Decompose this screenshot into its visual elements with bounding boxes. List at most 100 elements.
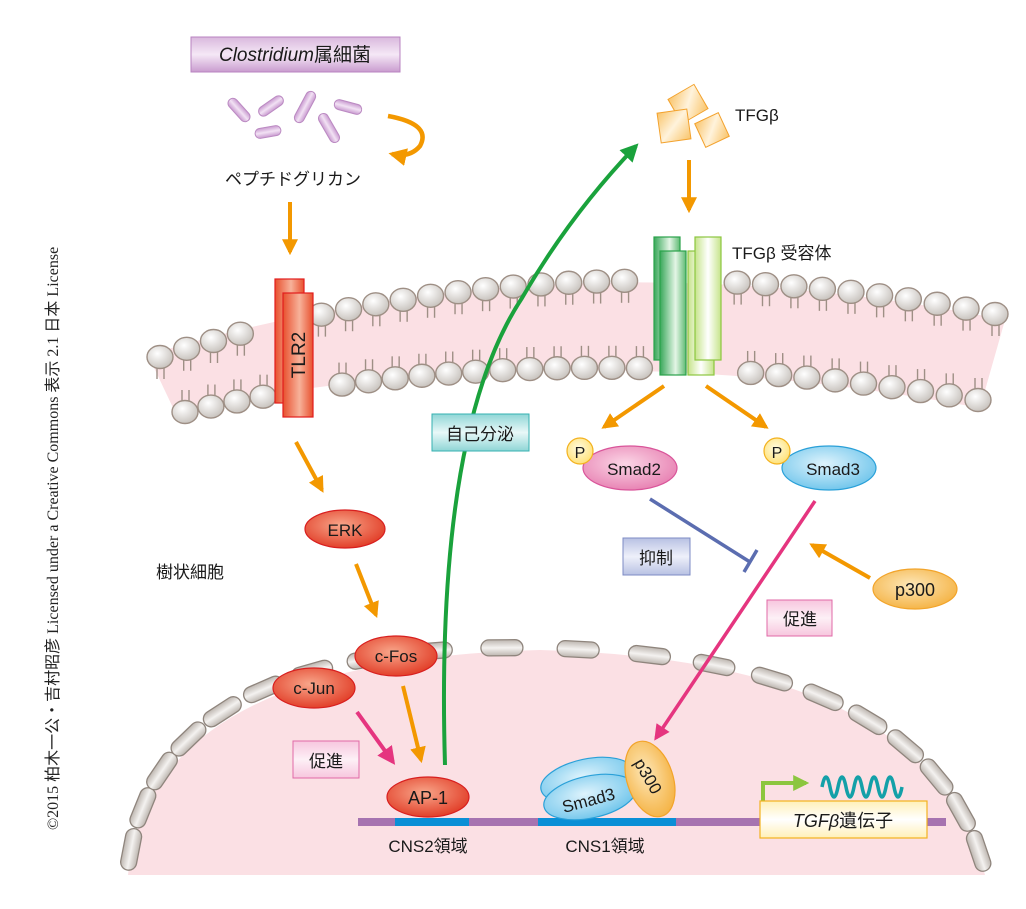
lipid-head — [362, 292, 390, 317]
lipid-head — [736, 360, 765, 386]
lipid-head — [226, 321, 255, 346]
promote-label-box-left: 促進 — [292, 740, 360, 779]
nuclear-pore-segment — [965, 829, 992, 872]
lipid-head — [765, 362, 793, 388]
curved-arrow-icon — [387, 113, 425, 166]
bacteria-suffix: 属細菌 — [314, 44, 371, 66]
membrane-inner-leaflet — [171, 345, 992, 425]
lipid-head — [906, 378, 935, 404]
lipid-head — [328, 372, 356, 397]
lipid-head — [471, 276, 500, 302]
nuclear-pore-segment — [556, 639, 600, 659]
nuclear-pore-segment — [802, 683, 844, 712]
lipid-head — [489, 357, 517, 383]
lipid-head — [555, 270, 583, 295]
cns1-region — [538, 818, 676, 826]
nuclear-pore-segment — [886, 729, 925, 764]
bacteria-label-box: Clostridium属細菌 — [190, 36, 401, 73]
lipid-head — [751, 272, 780, 297]
ap1-node: AP-1 — [386, 776, 470, 818]
cjun-label: c-Jun — [293, 679, 335, 698]
lipid-head — [461, 359, 490, 384]
lipid-head — [935, 383, 963, 408]
nuclear-pore-segment — [120, 827, 143, 871]
smad3-node: Smad3 P — [763, 437, 877, 491]
inhibit-label-box: 抑制 — [622, 537, 691, 576]
membrane-outer-leaflet — [146, 268, 1009, 379]
lipid-head — [173, 336, 201, 361]
lipid-head — [197, 394, 225, 419]
lipid-head — [723, 270, 751, 295]
dna-strand — [358, 818, 946, 826]
arrow-cfos-to-ap1 — [401, 685, 426, 764]
promote-label-right: 促進 — [783, 610, 817, 629]
lipid-head — [793, 365, 821, 390]
autocrine-label: 自己分泌 — [446, 425, 514, 444]
cell-membrane — [146, 268, 1009, 425]
lipid-head — [865, 283, 894, 308]
tgfb-ligand-label: TFGβ — [735, 106, 779, 125]
lipid-head — [146, 344, 174, 370]
arrow-erk-to-cfos — [354, 563, 379, 618]
lipid-head — [894, 287, 923, 312]
lipid-head — [780, 274, 808, 299]
promote-label-box-right: 促進 — [766, 599, 833, 637]
promote-label-left: 促進 — [309, 752, 343, 771]
lipid-head — [408, 363, 436, 388]
nuclear-pore-segment — [847, 704, 888, 736]
lipid-head — [499, 274, 527, 299]
tgfb-gene-suffix: 遺伝子 — [839, 811, 893, 831]
arrow-cjun-to-ap1 — [355, 710, 396, 765]
tgfb-receptor-label: TFGβ 受容体 — [732, 244, 832, 263]
nuclear-pore-segment — [170, 721, 207, 757]
nuclear-pore-segment — [919, 758, 954, 796]
smad2-phospho-label: P — [575, 445, 586, 462]
cns2-region — [395, 818, 469, 826]
lipid-head — [435, 361, 463, 386]
nuclear-pore-segment — [692, 653, 736, 677]
arrow-receptor-to-smad2 — [601, 384, 666, 429]
arrow-p300-to-smad3 — [809, 543, 871, 580]
lipid-head — [334, 297, 363, 322]
lipid-head — [598, 355, 626, 380]
lipid-head — [543, 356, 571, 381]
p300-label: p300 — [895, 580, 935, 600]
erk-node: ERK — [304, 509, 386, 549]
tgfb-gene-label: TGFβ遺伝子 — [793, 811, 893, 831]
lipid-head — [808, 276, 837, 302]
lipid-head — [354, 369, 383, 394]
lipid-head — [570, 355, 599, 381]
tgfb-gene-box: TGFβ遺伝子 — [759, 800, 928, 839]
nuclear-pore-segment — [202, 696, 242, 728]
nuclear-pore-segment — [750, 666, 794, 692]
lipid-head — [444, 280, 472, 305]
tgfb-receptor — [653, 236, 722, 376]
ap1-label: AP-1 — [408, 788, 448, 808]
lipid-head — [952, 296, 980, 321]
autocrine-arrow — [441, 143, 639, 766]
nucleus — [120, 639, 992, 875]
lipid-head — [389, 287, 417, 312]
cell-label: 樹状細胞 — [156, 563, 224, 582]
arrow-receptor-to-smad3 — [704, 384, 769, 429]
tgfb-ligand — [656, 83, 730, 148]
lipid-head — [837, 279, 865, 305]
tlr2-label: TLR2 — [289, 332, 310, 378]
smad3-label: Smad3 — [806, 460, 860, 479]
bacteria-rods — [227, 90, 363, 144]
promoter-arrow — [761, 775, 810, 806]
lipid-head — [878, 374, 906, 400]
lipid-head — [249, 384, 277, 409]
nuclear-pore-segment — [627, 644, 672, 666]
lipid-head — [923, 291, 951, 316]
cns2-label: CNS2領域 — [388, 837, 467, 856]
smad2-label: Smad2 — [607, 460, 661, 479]
lipid-head — [821, 368, 849, 393]
cjun-node: c-Jun — [272, 667, 356, 709]
lipid-head — [416, 283, 445, 308]
autocrine-label-box: 自己分泌 — [431, 413, 530, 452]
cfos-node: c-Fos — [354, 635, 438, 677]
arrow-tlr2-to-erk — [294, 441, 324, 493]
cns1-label: CNS1領域 — [565, 837, 644, 856]
